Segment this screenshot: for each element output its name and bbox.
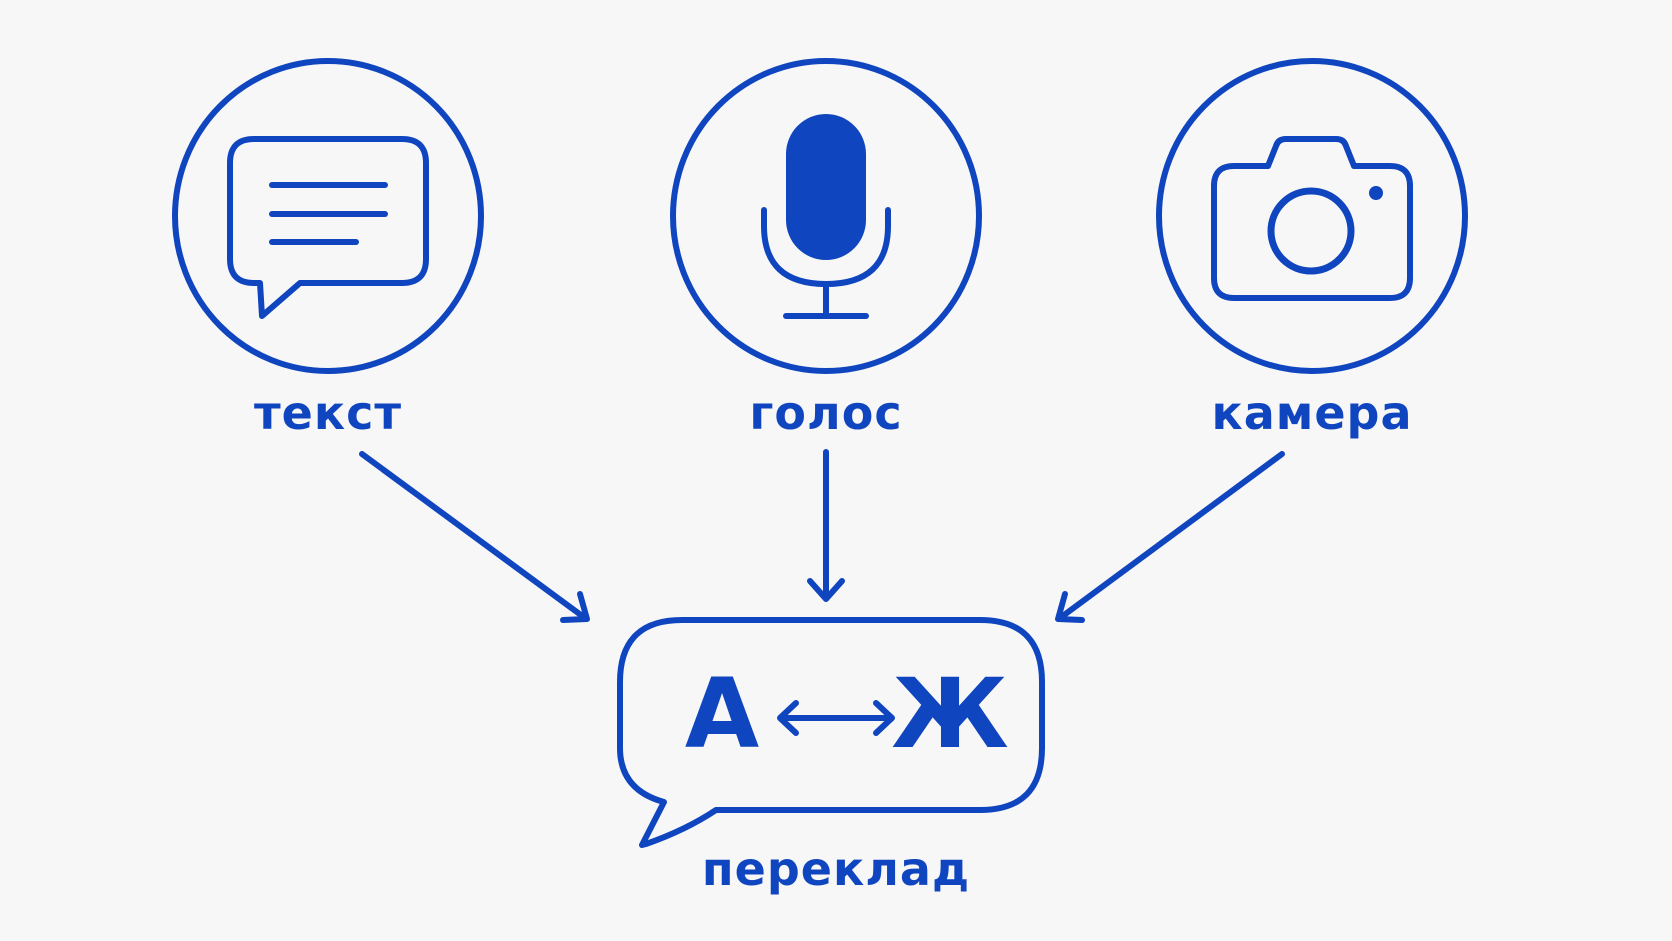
label-voice-input: голос bbox=[749, 386, 903, 440]
microphone-icon bbox=[761, 114, 891, 319]
arrow-camera-to-translation bbox=[1055, 451, 1285, 623]
target-language-glyph: Ж bbox=[891, 658, 1009, 770]
voice-node-circle bbox=[670, 58, 982, 374]
chat-bubble-text-icon bbox=[227, 136, 429, 319]
text-node-circle bbox=[172, 58, 484, 374]
text-input-node bbox=[172, 58, 484, 374]
label-text-input: текст bbox=[253, 386, 403, 440]
label-translation-output: переклад bbox=[701, 842, 971, 896]
translation-output-node bbox=[617, 617, 1045, 848]
voice-input-node bbox=[670, 58, 982, 374]
two-way-arrow-icon bbox=[777, 700, 895, 736]
label-camera-input: камера bbox=[1211, 386, 1413, 440]
camera-icon bbox=[1211, 136, 1413, 301]
arrow-voice-to-translation bbox=[807, 449, 845, 602]
camera-node-circle bbox=[1156, 58, 1468, 374]
arrow-text-to-translation bbox=[359, 451, 590, 623]
camera-input-node bbox=[1156, 58, 1468, 374]
translate-bubble-icon bbox=[617, 617, 1045, 848]
source-language-glyph: A bbox=[684, 658, 760, 770]
